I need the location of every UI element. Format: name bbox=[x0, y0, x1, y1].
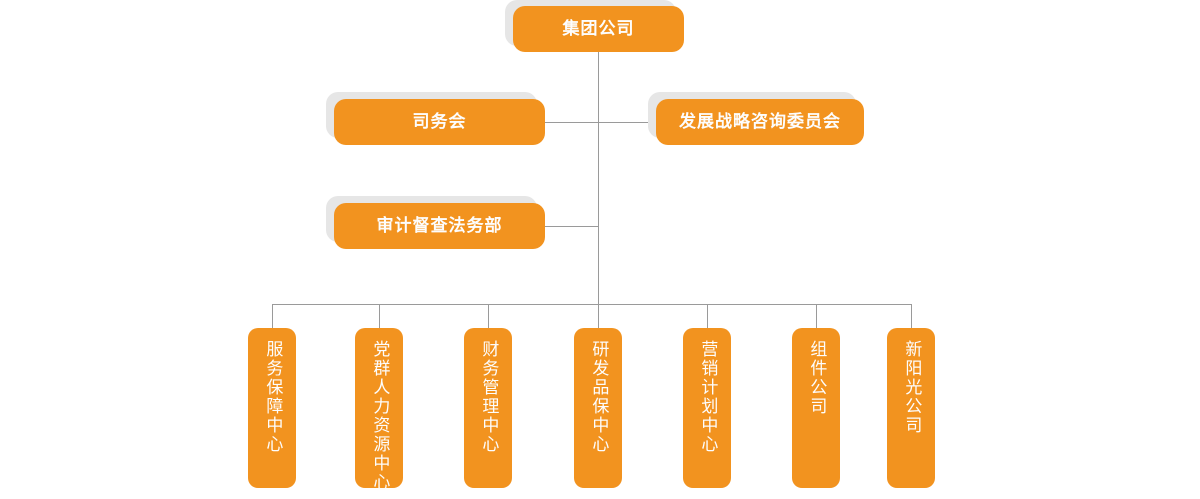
node-strategy-committee-label: 发展战略咨询委员会 bbox=[679, 111, 841, 131]
node-department-3[interactable]: 财务管理中心 bbox=[464, 328, 512, 488]
connector-staff2-left bbox=[545, 226, 599, 227]
node-department-3-label: 财务管理中心 bbox=[479, 340, 499, 454]
connector-drop-5 bbox=[707, 304, 708, 329]
node-department-6-label: 组件公司 bbox=[807, 340, 827, 416]
node-department-7[interactable]: 新阳光公司 bbox=[887, 328, 935, 488]
connector-drop-1 bbox=[272, 304, 273, 329]
connector-drop-4 bbox=[598, 304, 599, 329]
node-siwuhui-label: 司务会 bbox=[412, 111, 467, 131]
node-department-4-label: 研发品保中心 bbox=[589, 340, 609, 454]
node-department-5-label: 营销计划中心 bbox=[698, 340, 718, 454]
node-audit-legal-label: 审计督查法务部 bbox=[376, 215, 503, 235]
connector-drop-7 bbox=[911, 304, 912, 329]
node-department-4[interactable]: 研发品保中心 bbox=[574, 328, 622, 488]
node-department-6[interactable]: 组件公司 bbox=[792, 328, 840, 488]
connector-drop-6 bbox=[816, 304, 817, 329]
connector-drop-3 bbox=[488, 304, 489, 329]
node-audit-legal[interactable]: 审计督查法务部 bbox=[334, 203, 545, 249]
node-department-2[interactable]: 党群人力资源中心 bbox=[355, 328, 403, 492]
node-root[interactable]: 集团公司 bbox=[513, 6, 684, 52]
node-strategy-committee[interactable]: 发展战略咨询委员会 bbox=[656, 99, 864, 145]
connector-drop-2 bbox=[379, 304, 380, 329]
connector-staff1-left bbox=[545, 122, 599, 123]
connector-staff1-right bbox=[598, 122, 656, 123]
node-department-1[interactable]: 服务保障中心 bbox=[248, 328, 296, 488]
node-department-2-label: 党群人力资源中心 bbox=[370, 340, 390, 492]
node-root-label: 集团公司 bbox=[562, 18, 635, 38]
node-department-5[interactable]: 营销计划中心 bbox=[683, 328, 731, 488]
connector-trunk-vertical bbox=[598, 50, 599, 305]
node-department-1-label: 服务保障中心 bbox=[263, 340, 283, 454]
connector-department-bus bbox=[272, 304, 912, 305]
node-siwuhui[interactable]: 司务会 bbox=[334, 99, 545, 145]
node-department-7-label: 新阳光公司 bbox=[902, 340, 922, 435]
